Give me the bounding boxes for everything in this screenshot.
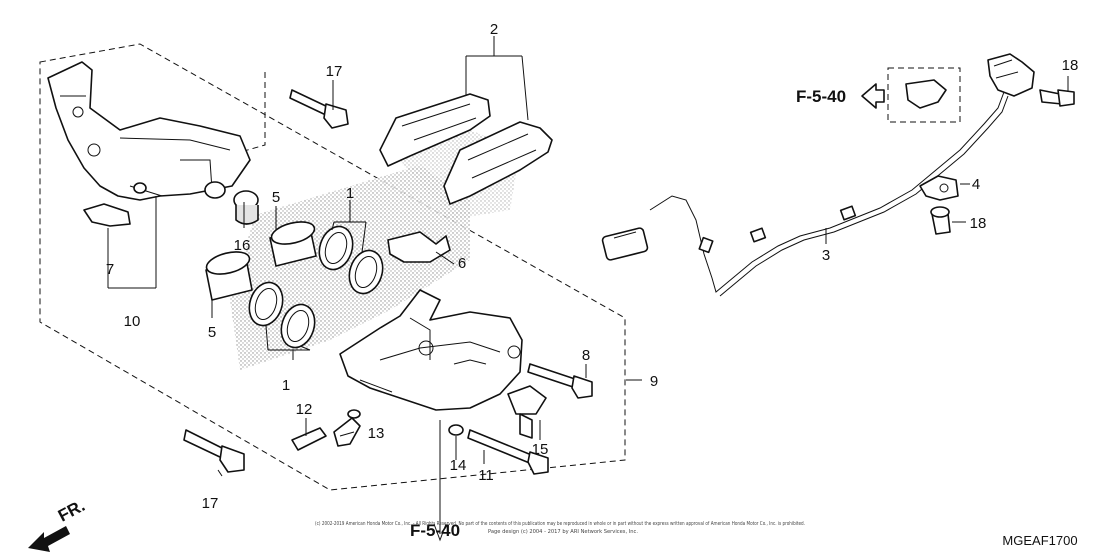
reference-top[interactable]: F-5-40 <box>796 87 846 106</box>
callout-12: 12 <box>296 401 313 418</box>
bracket-bolt-top <box>289 89 349 129</box>
pad-retainer-clip <box>83 203 131 227</box>
front-arrow <box>28 526 70 552</box>
diagram-code: MGEAF1700 <box>1002 533 1077 548</box>
reference-clip <box>905 79 947 109</box>
callout-13: 13 <box>368 425 385 442</box>
copyright-line-1: (c) 2002-2019 American Honda Motor Co., … <box>315 521 805 527</box>
bleeder-screw <box>291 427 327 451</box>
callout-6: 6 <box>458 255 466 272</box>
callout-15: 15 <box>532 441 549 458</box>
reference-arrow <box>861 83 885 109</box>
sensor-bolt-lower <box>930 206 951 235</box>
callout-8: 8 <box>582 347 590 364</box>
brake-pads <box>379 93 553 205</box>
callout-4: 4 <box>972 176 980 193</box>
callout-16: 16 <box>234 237 251 254</box>
callout-1-lower: 1 <box>282 377 290 394</box>
callout-17-lower: 17 <box>202 495 219 512</box>
callout-2: 2 <box>490 21 498 38</box>
main-pin-11 <box>467 429 549 475</box>
pad-spring <box>387 231 451 263</box>
callout-labels: 1 1 2 3 4 5 5 6 7 8 9 10 11 12 13 14 15 … <box>106 21 1079 512</box>
caliper-body <box>339 289 523 411</box>
callout-1-upper: 1 <box>346 185 354 202</box>
callout-17-upper: 17 <box>326 63 343 80</box>
leader-lines <box>107 36 1069 542</box>
piston-upper <box>269 221 317 267</box>
front-label: FR. <box>55 496 88 526</box>
piston-seals-upper <box>318 225 384 295</box>
caliper-bracket <box>47 61 251 201</box>
pad-pin-8 <box>527 363 593 399</box>
bracket-bolt-bottom <box>183 429 245 473</box>
callout-10: 10 <box>124 313 141 330</box>
callout-18-lower: 18 <box>970 215 987 232</box>
copyright-line-2: Page design (c) 2004 - 2017 by ARI Netwo… <box>488 529 638 535</box>
callout-5-upper: 5 <box>272 189 280 206</box>
callout-7: 7 <box>106 261 114 278</box>
bleeder-cap <box>333 417 361 447</box>
callout-14: 14 <box>450 457 467 474</box>
assembly-outline <box>39 43 626 491</box>
callout-9: 9 <box>650 373 658 390</box>
sensor-clamp <box>919 175 959 201</box>
piston-lower <box>205 251 253 301</box>
wheel-speed-sensor <box>601 53 1035 297</box>
sensor-bolt-upper <box>1039 89 1075 107</box>
callout-3: 3 <box>822 247 830 264</box>
callout-5-lower: 5 <box>208 324 216 341</box>
piston-seals-lower <box>248 281 316 349</box>
washer-14 <box>448 424 464 436</box>
reference-bottom[interactable]: F-5-40 <box>410 521 460 540</box>
callout-18-upper: 18 <box>1062 57 1079 74</box>
pin-boot <box>233 190 259 225</box>
callout-11: 11 <box>478 467 494 484</box>
caliper-bolt-15 <box>507 385 547 439</box>
reference-detail-box <box>887 67 961 123</box>
